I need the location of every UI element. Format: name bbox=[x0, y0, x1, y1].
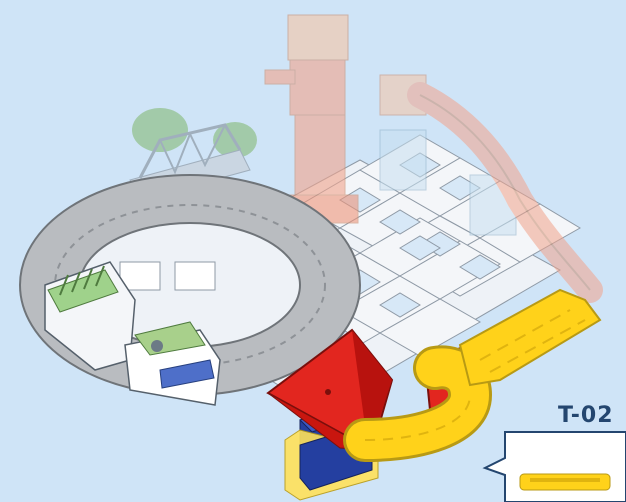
callout-bubble bbox=[485, 432, 626, 502]
part-code-label: T-02 bbox=[558, 403, 614, 428]
